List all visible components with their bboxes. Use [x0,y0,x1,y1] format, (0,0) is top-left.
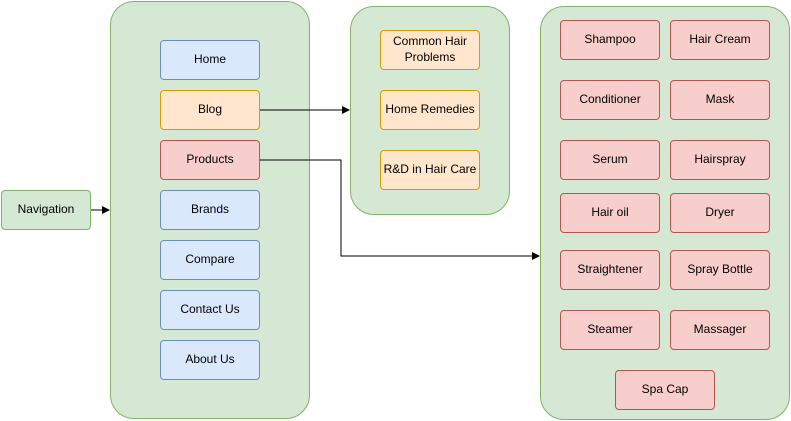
product-item-label: Spray Bottle [687,262,753,277]
product-item-label: Straightener [577,262,643,277]
product-item-shampoo: Shampoo [560,20,660,60]
blog-item-rd-in-hair-care: R&D in Hair Care [380,150,480,190]
menu-item-about-us: About Us [160,340,260,380]
product-item-label: Hairspray [694,152,746,167]
product-item-massager: Massager [670,310,770,350]
blog-item-label: Home Remedies [385,102,475,117]
product-item-hairspray: Hairspray [670,140,770,180]
product-item-spray-bottle: Spray Bottle [670,250,770,290]
product-item-dryer: Dryer [670,193,770,233]
menu-item-label: Brands [190,202,230,217]
menu-item-compare: Compare [160,240,260,280]
menu-item-label: Home [193,52,226,67]
product-item-label: Conditioner [579,92,641,107]
menu-item-label: About Us [185,352,235,367]
product-item-label: Hair oil [591,205,629,220]
blog-item-label: Common Hair Problems [392,34,467,64]
product-item-conditioner: Conditioner [560,80,660,120]
product-item-straightener: Straightener [560,250,660,290]
product-item-label: Massager [693,322,747,337]
menu-item-brands: Brands [160,190,260,230]
product-item-label: Steamer [587,322,633,337]
navigation-node: Navigation [1,190,91,230]
product-item-hair-oil: Hair oil [560,193,660,233]
blog-item-common-hair-problems: Common Hair Problems [380,30,480,70]
product-item-serum: Serum [560,140,660,180]
product-item-hair-cream: Hair Cream [670,20,770,60]
product-item-label: Spa Cap [641,382,689,397]
menu-item-blog: Blog [160,90,260,130]
menu-item-contact-us: Contact Us [160,290,260,330]
product-item-label: Hair Cream [689,32,751,47]
product-item-label: Shampoo [584,32,636,47]
product-item-spa-cap: Spa Cap [615,370,715,410]
menu-item-label: Blog [197,102,223,117]
menu-item-label: Compare [185,252,235,267]
menu-item-label: Contact Us [180,302,240,317]
menu-item-label: Products [186,152,234,167]
blog-item-label: R&D in Hair Care [383,162,477,177]
blog-item-home-remedies: Home Remedies [380,90,480,130]
menu-item-home: Home [160,40,260,80]
navigation-label: Navigation [17,202,75,217]
product-item-label: Serum [592,152,628,167]
menu-item-products: Products [160,140,260,180]
product-item-label: Mask [705,92,735,107]
product-item-steamer: Steamer [560,310,660,350]
product-item-mask: Mask [670,80,770,120]
product-item-label: Dryer [705,205,735,220]
